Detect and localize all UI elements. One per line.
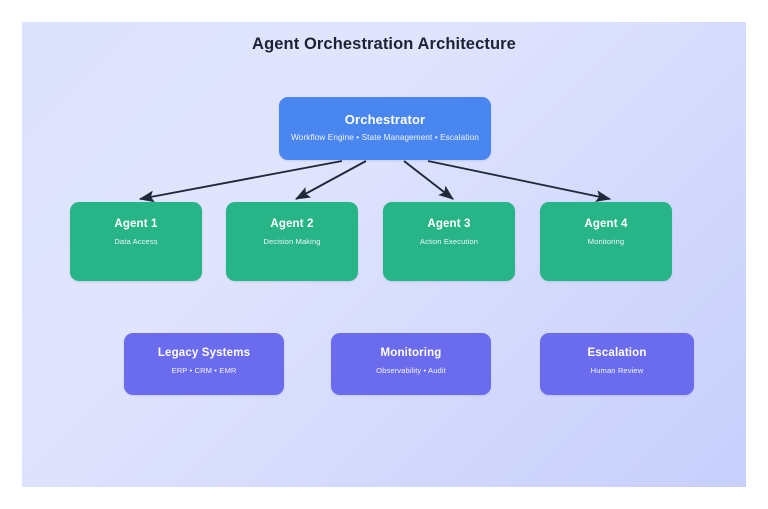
node-agent-2-subtitle: Decision Making [263, 237, 321, 246]
node-monitoring[interactable]: Monitoring Observability • Audit [331, 333, 491, 395]
node-legacy-systems-title: Legacy Systems [157, 347, 251, 359]
node-orchestrator-title: Orchestrator [344, 112, 426, 127]
arrow-orchestrator-to-agent-2 [294, 160, 367, 200]
node-legacy-systems-subtitle: ERP • CRM • EMR [171, 366, 237, 375]
page-title: Agent Orchestration Architecture [252, 35, 516, 53]
node-monitoring-subtitle: Observability • Audit [376, 366, 446, 375]
node-escalation-title: Escalation [587, 347, 647, 359]
arrow-orchestrator-to-agent-4 [427, 160, 612, 202]
node-agent-2-title: Agent 2 [270, 218, 314, 230]
node-agent-1[interactable]: Agent 1 Data Access [70, 202, 202, 281]
node-agent-4[interactable]: Agent 4 Monitoring [540, 202, 672, 281]
node-agent-1-title: Agent 1 [114, 218, 158, 230]
node-agent-3[interactable]: Agent 3 Action Execution [383, 202, 515, 281]
node-monitoring-title: Monitoring [380, 347, 442, 359]
node-orchestrator[interactable]: Orchestrator Workflow Engine • State Man… [279, 97, 491, 160]
node-agent-1-subtitle: Data Access [114, 237, 158, 246]
node-agent-2[interactable]: Agent 2 Decision Making [226, 202, 358, 281]
arrow-orchestrator-to-agent-1 [138, 160, 343, 203]
node-agent-3-subtitle: Action Execution [419, 237, 479, 246]
node-orchestrator-subtitle: Workflow Engine • State Management • Esc… [291, 133, 479, 142]
arrow-orchestrator-to-agent-3 [403, 160, 454, 200]
node-legacy-systems[interactable]: Legacy Systems ERP • CRM • EMR [124, 333, 284, 395]
node-escalation[interactable]: Escalation Human Review [540, 333, 694, 395]
diagram-canvas: Agent Orchestration Architecture Orchest… [22, 22, 746, 487]
node-agent-4-subtitle: Monitoring [587, 237, 625, 246]
node-agent-4-title: Agent 4 [584, 218, 628, 230]
node-escalation-subtitle: Human Review [590, 366, 644, 375]
node-agent-3-title: Agent 3 [427, 218, 471, 230]
